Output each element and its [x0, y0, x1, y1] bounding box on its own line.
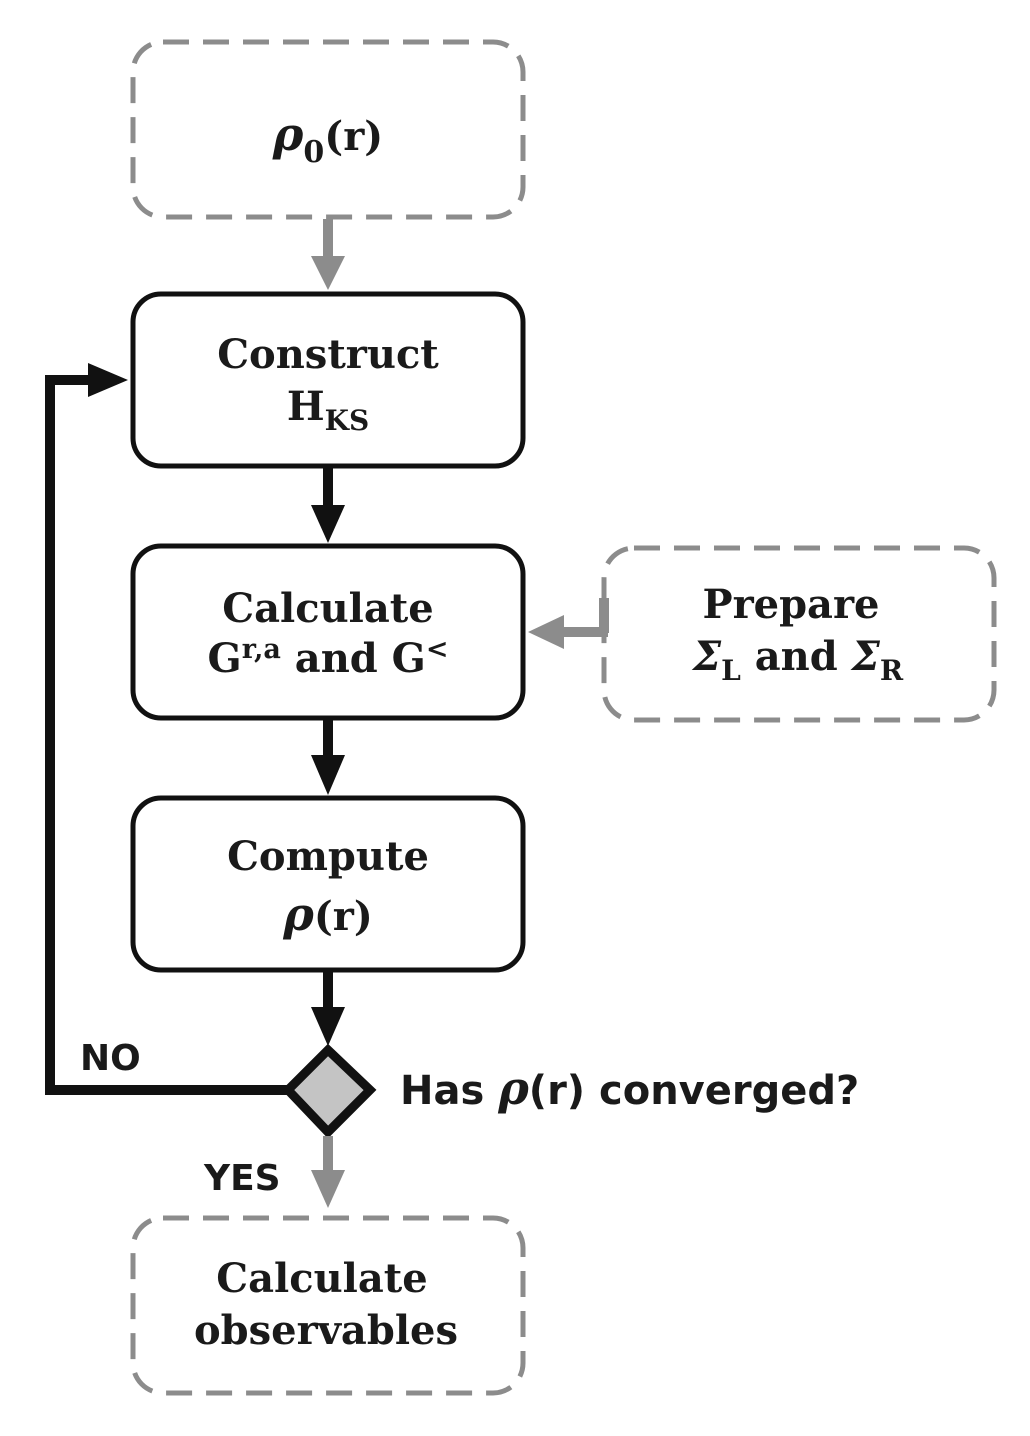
- edge-no-loop: [45, 363, 290, 1095]
- yes-label: YES: [203, 1158, 281, 1199]
- initial-density-label: ρ0(r): [272, 107, 383, 170]
- green-functions-label: Gr,a and G<: [208, 634, 449, 682]
- edge-yes-to-observables: [311, 1136, 345, 1208]
- sigma-label: ΣL and ΣR: [691, 633, 904, 687]
- observables-line1: Calculate: [216, 1255, 427, 1302]
- compute-density-label: ρ(r): [282, 887, 373, 941]
- construct-hks-node: Construct HKS: [130, 291, 526, 469]
- edge-prepare-to-calculate: [528, 598, 609, 649]
- edge-construct-to-calculate: [311, 468, 345, 543]
- observables-line2: observables: [194, 1307, 458, 1354]
- hks-label: HKS: [287, 383, 369, 437]
- calculate-green-node: Calculate Gr,a and G<: [130, 543, 526, 721]
- convergence-decision: [281, 1043, 377, 1139]
- observables-node: Calculate observables: [130, 1215, 526, 1396]
- no-label: NO: [80, 1038, 141, 1079]
- edge-initial-to-construct: [311, 219, 345, 290]
- edge-compute-to-decision: [311, 972, 345, 1046]
- prepare-label: Prepare: [702, 581, 879, 628]
- edge-calculate-to-compute: [311, 720, 345, 795]
- compute-density-node: Compute ρ(r): [130, 795, 526, 973]
- initial-density-node: ρ0(r): [130, 39, 526, 220]
- prepare-sigma-node: Prepare ΣL and ΣR: [601, 545, 997, 723]
- construct-label: Construct: [217, 331, 439, 378]
- calculate-label: Calculate: [222, 585, 433, 632]
- compute-label: Compute: [227, 833, 429, 880]
- decision-label: Has ρ(r) converged?: [400, 1061, 859, 1115]
